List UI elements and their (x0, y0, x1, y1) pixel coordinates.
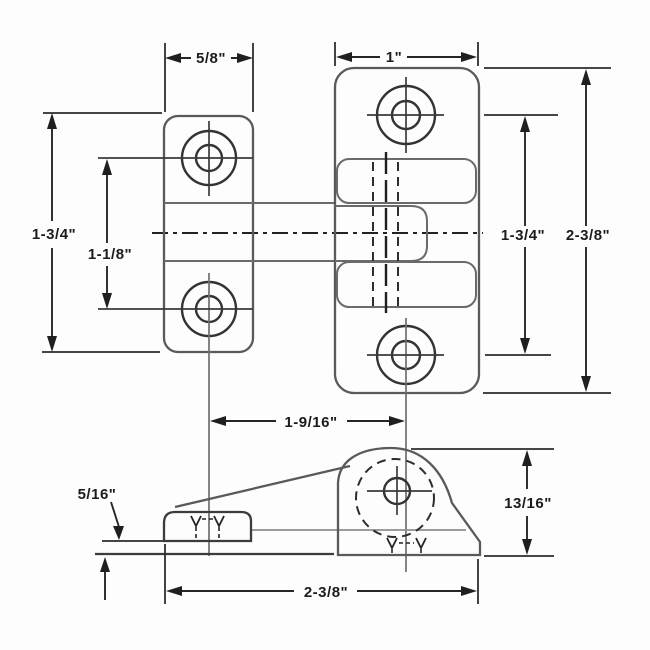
dim-label-hole-center-offset: 1-9/16" (284, 414, 337, 431)
dim-label-right-plate-width: 1" (386, 49, 402, 66)
dimensions: 5/8" 1" 1-3/4" 1-1/8" (32, 42, 611, 604)
dimension-base-offset: 5/16" (78, 486, 163, 600)
side-hole (367, 466, 432, 515)
dim-label-right-hole-spacing: 1-3/4" (501, 227, 545, 244)
left-plate (98, 114, 335, 556)
hidden-screw-marks-left (190, 515, 225, 540)
dim-label-base-offset: 5/16" (78, 486, 117, 503)
latch-slot (335, 205, 428, 262)
right-plate-outline (333, 66, 481, 395)
dim-label-left-plate-height: 1-3/4" (32, 226, 76, 243)
dimension-hole-center-offset: 1-9/16" (210, 414, 405, 431)
upper-boss (336, 158, 477, 204)
dimension-right-plate-width: 1" (334, 42, 479, 66)
dim-label-overall-depth: 2-3/8" (304, 584, 348, 601)
left-leaf-profile (162, 510, 253, 543)
dim-label-right-plate-height: 2-3/8" (566, 227, 610, 244)
latch-arm-incline (174, 464, 351, 509)
left-top-hole (98, 121, 253, 196)
hidden-boss-circle (355, 458, 435, 538)
dimension-right-hole-spacing: 1-3/4" (484, 114, 558, 356)
dimension-overall-depth: 2-3/8" (164, 544, 479, 604)
catch-profile (336, 446, 482, 557)
dim-label-left-hole-spacing: 1-1/8" (88, 246, 132, 263)
right-plate (333, 66, 481, 572)
dim-label-left-plate-width: 5/8" (196, 50, 226, 67)
dimension-left-hole-spacing: 1-1/8" (88, 159, 132, 309)
lower-boss (336, 261, 477, 308)
dimension-left-plate-width: 5/8" (164, 43, 254, 112)
dimension-catch-height: 13/16" (411, 448, 554, 557)
hidden-screw-marks-right (386, 537, 427, 554)
side-view (95, 446, 482, 557)
right-top-hole (367, 77, 444, 153)
dimension-left-plate-height: 1-3/4" (32, 112, 162, 353)
left-bottom-hole (98, 273, 253, 556)
dim-label-catch-height: 13/16" (504, 495, 552, 512)
dimension-right-plate-height: 2-3/8" (483, 67, 611, 394)
top-view (98, 66, 483, 572)
